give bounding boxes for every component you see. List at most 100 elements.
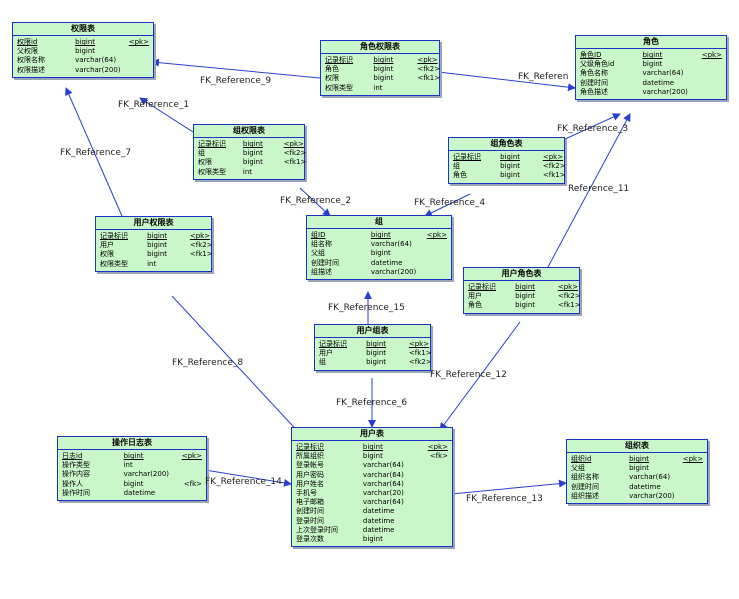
reference-label-11: Reference_11 [568, 184, 630, 194]
column-key: <fk> [429, 452, 448, 461]
column-key: <fk2> [283, 149, 307, 158]
column-name: 权限 [325, 74, 339, 83]
column-type: bigint [242, 158, 263, 167]
column-key: <fk2> [542, 162, 566, 171]
ref-3-line [562, 113, 621, 141]
column-type: bigint [373, 56, 394, 64]
column-name: 组名称 [311, 240, 332, 249]
column-key: <pk> [283, 140, 304, 148]
column-key [682, 483, 703, 492]
column-key: <pk> [557, 283, 579, 291]
column-name: 操作时间 [62, 488, 90, 497]
column-name: 日志id [62, 452, 83, 460]
column-name: 手机号 [296, 488, 317, 497]
column-key: <pk> [128, 38, 149, 46]
column-key [699, 60, 722, 69]
column-name: 组 [198, 149, 205, 158]
column-type: varchar(20) [362, 488, 404, 497]
column-key [424, 471, 448, 480]
column-type: varchar(200) [642, 87, 688, 96]
column-type: datetime [370, 258, 403, 267]
column-key [424, 480, 448, 489]
column-name: 记录标识 [100, 232, 128, 240]
column-type: bigint [123, 479, 144, 488]
column-key [424, 535, 448, 544]
column-name: 创建时间 [296, 507, 324, 516]
column-name: 组 [319, 358, 326, 367]
column-name: 创建时间 [571, 482, 599, 491]
column-type: bigint [366, 340, 387, 348]
column-type: bigint [373, 74, 394, 83]
table-title: 角色 [576, 36, 726, 49]
reference-label-9: FK_Reference_9 [200, 76, 272, 86]
column-name: 组ID [311, 231, 326, 239]
table-title: 用户表 [292, 428, 452, 441]
column-key: <fk2> [417, 65, 441, 74]
column-type: varchar(64) [362, 461, 404, 470]
column-key [180, 461, 202, 470]
column-type: varchar(64) [362, 498, 404, 507]
column-key [425, 268, 447, 277]
column-key: <pk> [426, 231, 447, 239]
column-key [190, 260, 207, 269]
column-key: <fk> [183, 479, 202, 488]
ref-9a-line [151, 58, 321, 79]
column-key: <pk> [189, 232, 211, 240]
column-key [424, 526, 448, 535]
column-name: 权限名称 [17, 56, 45, 65]
table-title: 组权限表 [194, 125, 304, 138]
table-title: 操作日志表 [58, 437, 206, 450]
table-title: 用户权限表 [96, 217, 211, 230]
column-type: bigint [370, 231, 391, 239]
ref-1-line [139, 97, 194, 133]
column-row: 记录标识 bigint <pk> [325, 56, 438, 65]
column-key: <fk1> [417, 74, 441, 83]
column-name: 登录次数 [296, 534, 324, 543]
column-key [424, 461, 448, 470]
column-name: 用户密码 [296, 470, 324, 479]
column-name: 登录时间 [296, 516, 324, 525]
column-type: varchar(64) [75, 56, 117, 65]
reference-label-1: FK_Reference_1 [118, 100, 190, 110]
column-name: 组描述 [311, 267, 332, 276]
column-key: <pk> [417, 56, 438, 64]
column-name: 权限id [17, 38, 38, 46]
column-type: int [147, 259, 157, 268]
column-type: bigint [500, 153, 521, 161]
column-name: 记录标识 [325, 56, 353, 64]
